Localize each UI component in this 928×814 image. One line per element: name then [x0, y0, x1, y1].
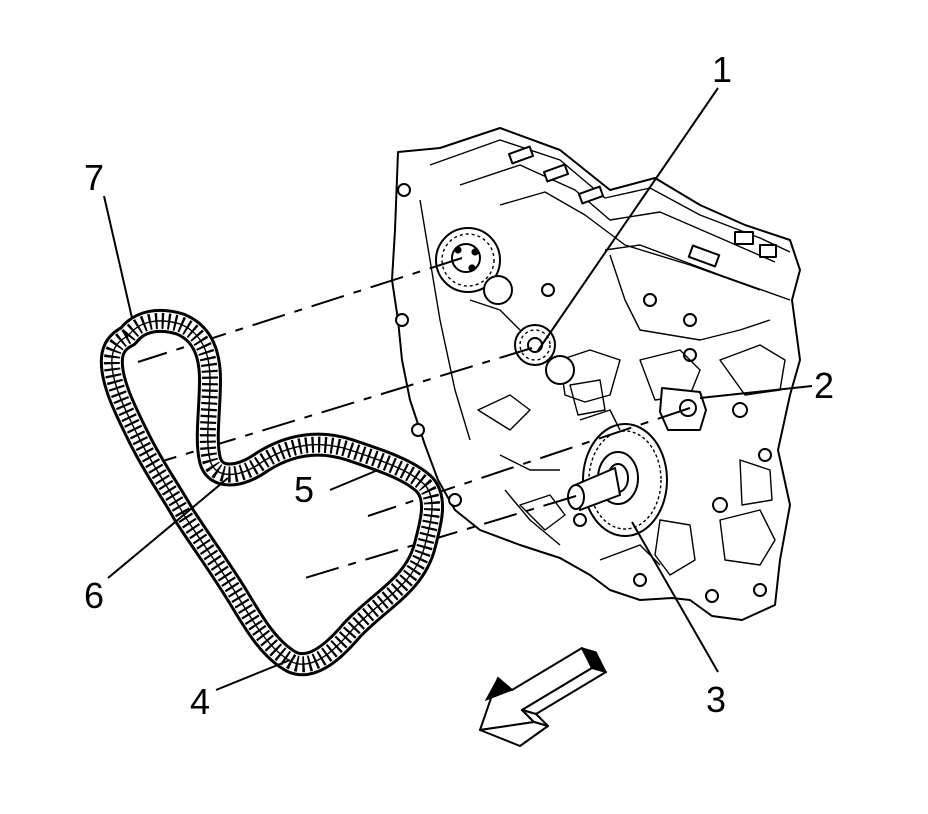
timing-chain: [99, 308, 444, 677]
leader-5: [329, 469, 379, 491]
leader-1: [536, 87, 719, 353]
leader-7: [103, 195, 133, 319]
leader-6: [107, 477, 229, 579]
leader-3: [631, 521, 719, 673]
leader-2: [699, 385, 813, 399]
callout-7: 7: [84, 157, 104, 198]
callout-1: 1: [712, 49, 732, 90]
callout-2: 2: [814, 365, 834, 406]
front-direction-arrow-icon: [479, 647, 608, 747]
callout-6: 6: [84, 575, 104, 616]
callout-4: 4: [190, 681, 210, 722]
engine-block: [391, 127, 801, 621]
leader-4: [215, 659, 291, 691]
leader-lines: [103, 87, 813, 691]
callouts: 1 2 3 4 5 6 7: [84, 49, 834, 722]
center-line-tensioner: [367, 407, 691, 517]
center-line-crank: [304, 495, 577, 579]
callout-3: 3: [706, 679, 726, 720]
callout-5: 5: [294, 469, 314, 510]
center-line-cam: [137, 257, 463, 363]
